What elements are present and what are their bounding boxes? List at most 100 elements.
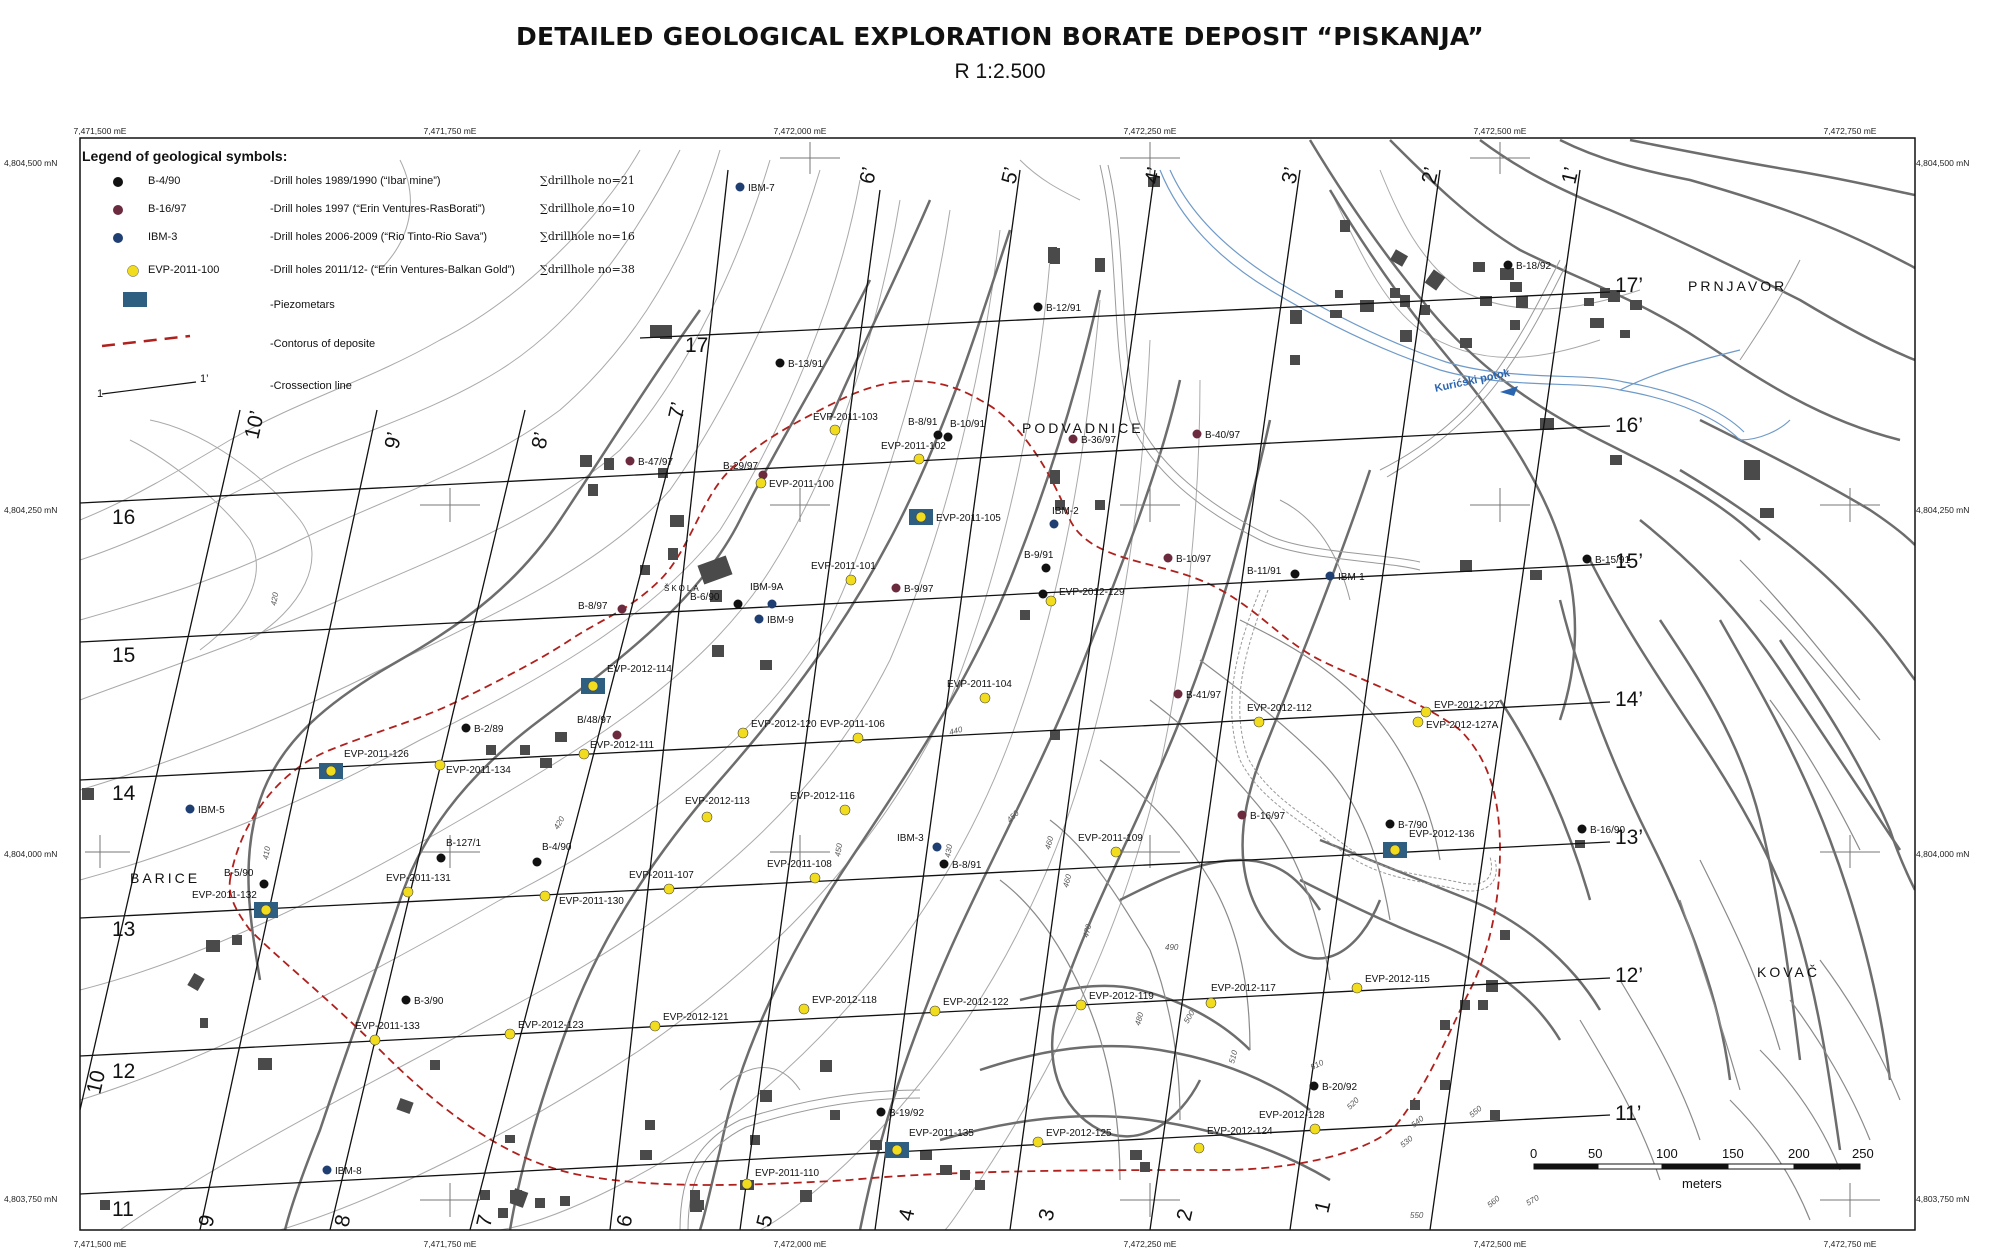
- drill-hole-marker: [625, 456, 635, 466]
- drill-hole-label: B-40/97: [1205, 430, 1240, 441]
- drill-hole-label: B-9/97: [904, 584, 934, 595]
- coord-top-e6: 7,472,750 mE: [1823, 126, 1877, 136]
- drill-hole-label: EVP-2011-107: [629, 870, 694, 881]
- scalebar-tick-250: 250: [1852, 1146, 1874, 1161]
- drill-hole-marker: [852, 732, 864, 744]
- drill-hole-marker: [1163, 553, 1173, 563]
- drill-hole-label: EVP-2011-103: [813, 412, 878, 423]
- contour-lines-thin: [80, 149, 1641, 1230]
- drill-hole-label: EVP-2011-132: [192, 890, 257, 901]
- drill-hole-marker: [1075, 999, 1087, 1011]
- place-podvadnice: PODVADNICE: [1022, 420, 1144, 436]
- svg-text:430: 430: [943, 843, 954, 858]
- svg-text:7’: 7’: [664, 400, 690, 421]
- svg-text:520: 520: [1345, 1095, 1361, 1111]
- svg-text:470: 470: [1081, 923, 1093, 939]
- svg-text:420: 420: [269, 591, 280, 606]
- svg-text:10: 10: [82, 1068, 110, 1096]
- drill-hole-label: B-5/90: [224, 868, 254, 879]
- coord-right-n4: 4,803,750 mN: [1916, 1194, 1970, 1204]
- drill-hole-marker: [401, 995, 411, 1005]
- svg-text:1’: 1’: [1557, 165, 1583, 186]
- map-frame: [79, 137, 1916, 1231]
- drill-hole-label: EVP-2011-110: [755, 1168, 820, 1179]
- svg-text:460: 460: [1043, 835, 1055, 851]
- drill-hole-marker: [649, 1020, 661, 1032]
- coord-top-e3: 7,472,000 mE: [773, 126, 827, 136]
- drill-hole-label: EVP-2012-127: [1434, 700, 1500, 711]
- drill-hole-label: EVP-2012-116: [790, 791, 855, 802]
- drill-hole-label: EVP-2011-102: [881, 441, 946, 452]
- drill-hole-marker: [1577, 824, 1587, 834]
- drill-hole-marker: [932, 842, 942, 852]
- drill-hole-label: EVP-2011-101: [811, 561, 876, 572]
- legend-desc-1990: -Drill holes 1989/1990 (“Ibar mine”): [270, 175, 441, 187]
- drill-hole-marker: [775, 358, 785, 368]
- drill-hole-label: IBM-3: [897, 833, 924, 844]
- legend-key-2011: EVP-2011-100: [148, 264, 220, 276]
- svg-text:450: 450: [1005, 808, 1021, 824]
- drill-hole-label: EVP-2011-106: [820, 719, 885, 730]
- svg-text:460: 460: [1061, 873, 1073, 889]
- coord-left-n1: 4,804,500 mN: [4, 158, 58, 168]
- drill-hole-marker: [1193, 1142, 1205, 1154]
- drill-hole-label: B-16/97: [1250, 811, 1285, 822]
- coord-bottom-e3: 7,472,000 mE: [773, 1239, 827, 1249]
- drill-hole-marker: [1309, 1123, 1321, 1135]
- drill-hole-marker: [1290, 569, 1300, 579]
- legend-sum-1997: ∑drillhole no=10: [540, 202, 635, 215]
- drill-hole-label: B/48/97: [577, 715, 612, 726]
- svg-text:540: 540: [1410, 1114, 1426, 1130]
- legend-line-label-a: 1: [97, 388, 104, 400]
- drill-hole-label: EVP-2011-105: [936, 513, 1001, 524]
- drill-hole-label: EVP-2011-104: [947, 679, 1012, 690]
- legend-key-2006: IBM-3: [148, 231, 178, 243]
- drill-hole-marker: [733, 599, 743, 609]
- svg-text:3’: 3’: [1277, 165, 1303, 186]
- drill-hole-marker: [839, 804, 851, 816]
- crosssection-lines: [80, 169, 1611, 1230]
- scalebar-tick-0: 0: [1530, 1146, 1538, 1161]
- drill-hole-marker: [434, 759, 446, 771]
- legend-sum-2006: ∑drillhole no=16: [540, 230, 635, 243]
- drill-hole-label: EVP-2012-114: [607, 664, 672, 675]
- svg-text:440: 440: [948, 725, 964, 737]
- drill-hole-marker: [587, 680, 599, 692]
- drill-hole-label: B-3/90: [414, 996, 444, 1007]
- drill-hole-marker: [933, 430, 943, 440]
- drill-hole-marker: [1045, 595, 1057, 607]
- drill-hole-label: IBM-1: [1338, 572, 1365, 583]
- drill-hole-label: B-47/97: [638, 457, 673, 468]
- place-prnjavor: PRNJAVOR: [1688, 278, 1788, 294]
- drill-hole-marker: [737, 727, 749, 739]
- legend-crossection: -Crossection line: [270, 380, 352, 392]
- drill-hole-label: B-15/91: [1595, 555, 1630, 566]
- legend-desc-2011: -Drill holes 2011/12- (“Erin Ventures-Ba…: [270, 264, 515, 276]
- drill-hole-marker: [325, 765, 337, 777]
- drill-hole-marker: [754, 614, 764, 624]
- drill-hole-label: EVP-2012-124: [1207, 1126, 1273, 1137]
- drill-hole-marker: [1503, 260, 1513, 270]
- svg-text:490: 490: [1165, 943, 1179, 952]
- scalebar-tick-100: 100: [1656, 1146, 1678, 1161]
- drill-hole-marker: [929, 1005, 941, 1017]
- drill-hole-marker: [1351, 982, 1363, 994]
- svg-text:8: 8: [330, 1213, 355, 1230]
- drill-hole-marker: [612, 730, 622, 740]
- stream-arrow: [1500, 386, 1518, 396]
- drill-hole-label: B-29/97: [723, 461, 758, 472]
- drill-hole-label: B-9/91: [1024, 550, 1054, 561]
- legend-key-1997: B-16/97: [148, 203, 187, 215]
- drill-hole-marker: [943, 432, 953, 442]
- coord-bottom-e6: 7,472,750 mE: [1823, 1239, 1877, 1249]
- drill-hole-marker: [891, 583, 901, 593]
- drill-hole-marker: [798, 1003, 810, 1015]
- coord-right-n3: 4,804,000 mN: [1916, 849, 1970, 859]
- drill-hole-label: B-20/92: [1322, 1082, 1357, 1093]
- drill-hole-label: EVP-2011-135: [909, 1128, 974, 1139]
- svg-text:12’: 12’: [1615, 964, 1643, 987]
- drill-hole-marker: [1253, 716, 1265, 728]
- drill-hole-label: EVP-2012-123: [518, 1020, 584, 1031]
- svg-text:9’: 9’: [380, 430, 406, 451]
